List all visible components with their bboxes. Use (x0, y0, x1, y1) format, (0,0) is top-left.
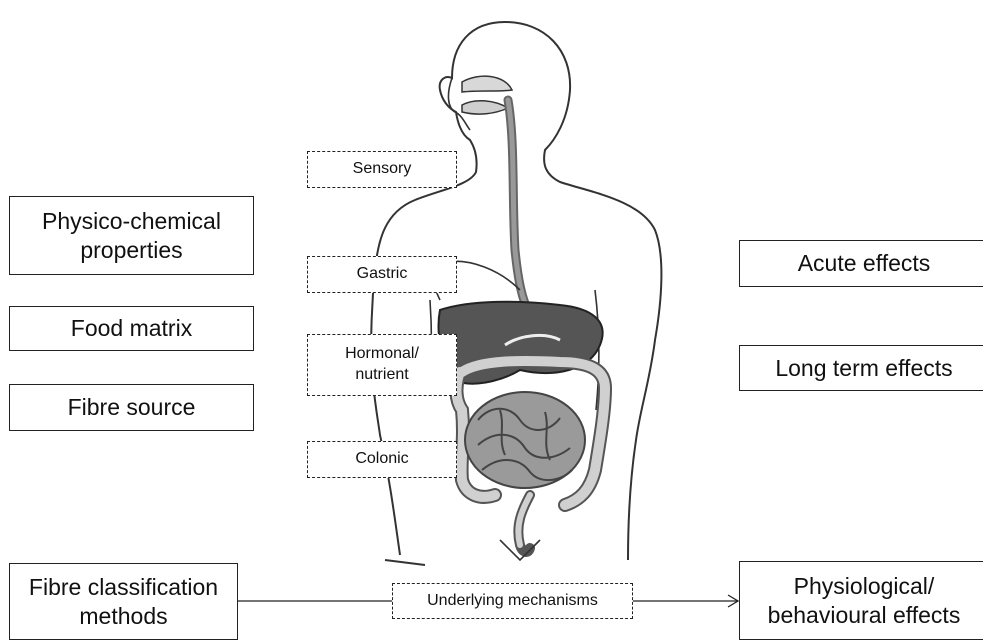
fibre-classification-methods-box: Fibre classification methods (9, 563, 238, 640)
hormonal-nutrient-label: Hormonal/ nutrient (345, 344, 419, 386)
fibre-source-label: Fibre source (68, 393, 196, 422)
food-matrix-box: Food matrix (9, 306, 254, 351)
long-term-effects-box: Long term effects (739, 345, 983, 391)
colonic-mechanism-box: Colonic (307, 441, 457, 478)
physiological-behavioural-effects-label: Physiological/ behavioural effects (768, 572, 961, 630)
underlying-mechanisms-label: Underlying mechanisms (427, 591, 598, 612)
underlying-mechanisms-box: Underlying mechanisms (392, 583, 633, 619)
long-term-effects-label: Long term effects (775, 354, 952, 383)
gastric-label: Gastric (357, 264, 408, 285)
gastric-mechanism-box: Gastric (307, 256, 457, 293)
fibre-classification-methods-label: Fibre classification methods (29, 573, 218, 631)
physico-chemical-properties-box: Physico-chemical properties (9, 196, 254, 275)
nasal-cavity (462, 76, 512, 92)
fibre-source-box: Fibre source (9, 384, 254, 431)
food-matrix-label: Food matrix (71, 314, 192, 343)
physico-chemical-properties-label: Physico-chemical properties (42, 207, 221, 265)
acute-effects-label: Acute effects (798, 249, 931, 278)
small-intestine (465, 392, 585, 488)
acute-effects-box: Acute effects (739, 240, 983, 287)
hormonal-nutrient-mechanism-box: Hormonal/ nutrient (307, 334, 457, 396)
physiological-behavioural-effects-box: Physiological/ behavioural effects (739, 561, 983, 640)
sensory-mechanism-box: Sensory (307, 151, 457, 188)
colonic-label: Colonic (355, 449, 408, 470)
mouth-cavity (462, 101, 508, 114)
sensory-label: Sensory (353, 159, 412, 180)
